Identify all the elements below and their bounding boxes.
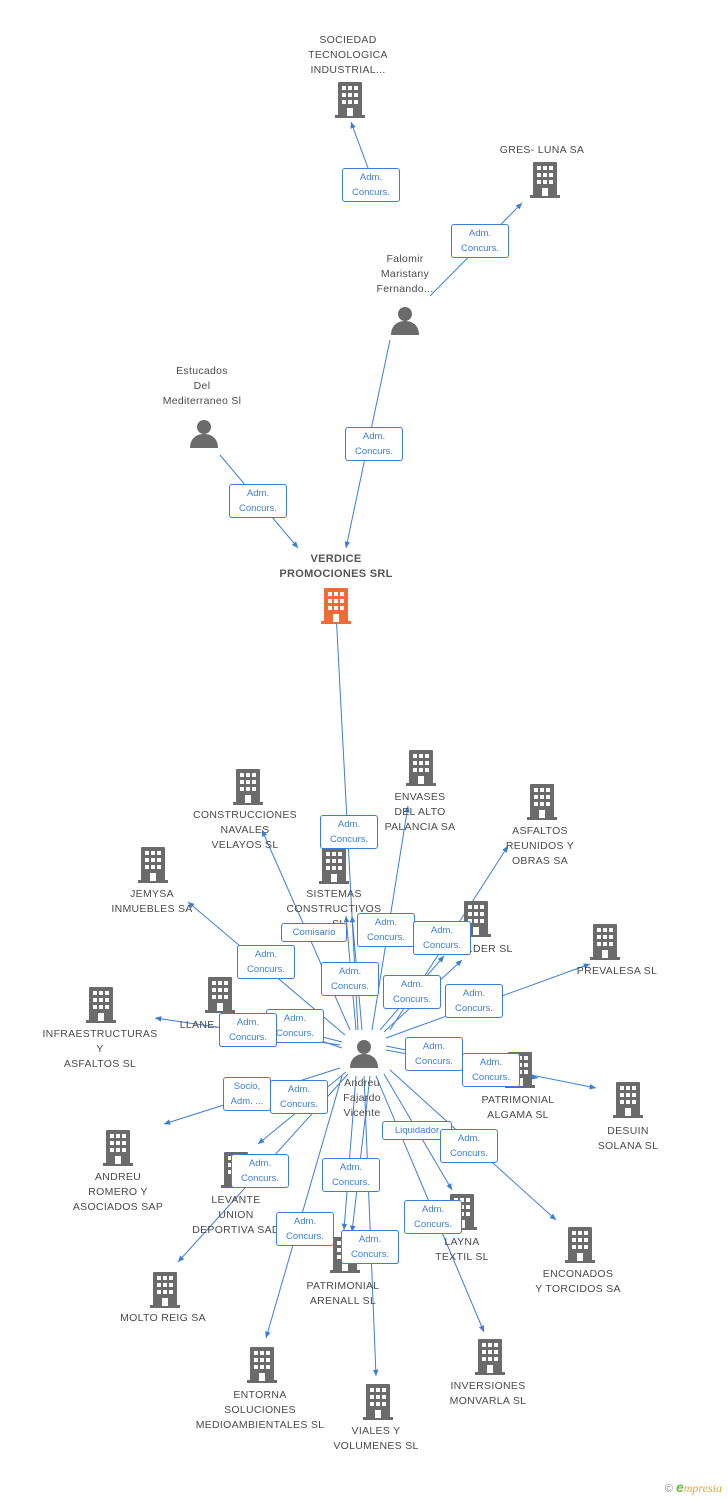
edge-andreu-to-patrimonial_arenall (349, 1075, 371, 1233)
node-label-sociedad[interactable]: SOCIEDAD TECNOLOGICA INDUSTRIAL... (308, 34, 388, 76)
node-label-verdice[interactable]: VERDICE PROMOCIONES SRL (279, 553, 393, 580)
edge-label-andreu-to-patrimonial_arenall[interactable]: Adm. Concurs. (341, 1230, 399, 1264)
edge-label-falomir-to-sociedad[interactable]: Adm. Concurs. (342, 168, 400, 202)
edge-label-andreu-to-sistemas[interactable]: Adm. Concurs. (321, 962, 379, 996)
edge-label-falomir-to-verdice[interactable]: Adm. Concurs. (345, 427, 403, 461)
node-label-construcciones[interactable]: CONSTRUCCIONES NAVALES VELAYOS SL (193, 809, 297, 851)
brand-name: mpresia (683, 1481, 722, 1495)
node-label-infraestructuras[interactable]: INFRAESTRUCTURAS Y ASFALTOS SL (42, 1028, 158, 1070)
node-label-levante[interactable]: LEVANTE UNION DEPORTIVA SAD (192, 1194, 280, 1236)
node-label-prevalesa[interactable]: PREVALESA SL (576, 965, 658, 977)
building-icon-infraestructuras[interactable] (86, 987, 116, 1023)
building-icon-prevalesa[interactable] (590, 924, 620, 960)
node-label-viales[interactable]: VIALES Y VOLUMENES SL (333, 1425, 419, 1452)
edge-label-andreu-to-jemysa[interactable]: Adm. Concurs. (237, 945, 295, 979)
edge-label-falomir-to-gres[interactable]: Adm. Concurs. (451, 224, 509, 258)
edge-andreu-to-patrimonial_arenall (341, 1075, 357, 1231)
brand-initial: e (675, 1479, 684, 1495)
edge-label-andreu-to-molto[interactable]: Adm. Concurs. (231, 1154, 289, 1188)
edge-falomir-to-sociedad (350, 121, 369, 169)
node-label-asfaltos_reunidos[interactable]: ASFALTOS REUNIDOS Y OBRAS SA (505, 825, 575, 867)
edge-label-andreu-to-entorna[interactable]: Adm. Concurs. (276, 1212, 334, 1246)
edge-label-andreu-to-envases[interactable]: Adm. Concurs. (357, 913, 415, 947)
node-label-enconados[interactable]: ENCONADOS Y TORCIDOS SA (535, 1268, 621, 1295)
node-label-entorna[interactable]: ENTORNA SOLUCIONES MEDIOAMBIENTALES SL (195, 1389, 325, 1431)
node-label-envases[interactable]: ENVASES DEL ALTO PALANCIA SA (384, 791, 456, 833)
building-icon-verdice[interactable] (321, 588, 351, 624)
edge-label-estucados-to-verdice[interactable]: Adm. Concurs. (229, 484, 287, 518)
edge-label-andreu-to-der[interactable]: Adm. Concurs. (383, 975, 441, 1009)
edge-label-andreu-to-patrimonial_arenall[interactable]: Adm. Concurs. (322, 1158, 380, 1192)
edge-label-andreu-to-inversiones[interactable]: Adm. Concurs. (404, 1200, 462, 1234)
node-label-andreu[interactable]: Andreu Fajardo Vicente (343, 1077, 381, 1119)
person-icon-estucados[interactable] (190, 420, 218, 448)
node-label-layna[interactable]: LAYNA TEXTIL SL (435, 1236, 489, 1263)
building-icon-llane[interactable] (205, 977, 235, 1013)
building-icon-sistemas[interactable] (319, 848, 349, 884)
building-icon-andreu_romero[interactable] (103, 1130, 133, 1166)
node-label-inversiones[interactable]: INVERSIONES MONVARLA SL (449, 1380, 527, 1407)
edge-label-andreu-to-desuin[interactable]: Adm. Concurs. (462, 1053, 520, 1087)
building-icon-molto[interactable] (150, 1272, 180, 1308)
node-label-der[interactable]: ...DER SL (463, 943, 513, 955)
edge-label-andreu-to-patrimonial_algama[interactable]: Adm. Concurs. (405, 1037, 463, 1071)
copyright-symbol: © (664, 1483, 673, 1495)
edge-andreu-to-viales (363, 1075, 379, 1377)
edge-andreu-to-entorna (265, 1075, 343, 1339)
node-label-jemysa[interactable]: JEMYSA INMUEBLES SA (111, 888, 193, 915)
edge-label-andreu-to-levante[interactable]: Adm. Concurs. (270, 1080, 328, 1114)
node-label-gres[interactable]: GRES- LUNA SA (499, 144, 585, 156)
building-icon-inversiones[interactable] (475, 1339, 505, 1375)
building-icon-enconados[interactable] (565, 1227, 595, 1263)
edge-label-andreu-to-verdice[interactable]: Adm. Concurs. (320, 815, 378, 849)
node-label-desuin[interactable]: DESUIN SOLANA SL (597, 1125, 659, 1152)
person-icon-andreu[interactable] (350, 1040, 378, 1068)
edge-label-andreu-to-andreu_romero[interactable]: Socio, Adm. ... (223, 1077, 271, 1111)
building-icon-entorna[interactable] (247, 1347, 277, 1383)
building-icon-gres[interactable] (530, 162, 560, 198)
node-label-patrimonial_algama[interactable]: PATRIMONIAL ALGAMA SL (481, 1094, 555, 1121)
person-icon-falomir[interactable] (391, 307, 419, 335)
node-label-falomir[interactable]: Falomir Maristany Fernando... (376, 253, 434, 295)
node-label-andreu_romero[interactable]: ANDREU ROMERO Y ASOCIADOS SAP (72, 1171, 164, 1213)
node-label-estucados[interactable]: Estucados Del Mediterraneo Sl (162, 365, 242, 407)
building-icon-asfaltos_reunidos[interactable] (527, 784, 557, 820)
building-icon-desuin[interactable] (613, 1082, 643, 1118)
node-label-llane[interactable]: LLANE... (179, 1019, 225, 1031)
building-icon-envases[interactable] (406, 750, 436, 786)
edge-label-andreu-to-enconados[interactable]: Adm. Concurs. (440, 1129, 498, 1163)
node-label-molto[interactable]: MOLTO REIG SA (120, 1312, 206, 1324)
edge-label-andreu-to-der[interactable]: Adm. Concurs. (413, 921, 471, 955)
edge-label-andreu-to-sistemas[interactable]: Comisario (281, 923, 347, 942)
edge-label-andreu-to-prevalesa[interactable]: Adm. Concurs. (445, 984, 503, 1018)
footer-brand: © empresia (665, 1479, 722, 1496)
building-icon-construcciones[interactable] (233, 769, 263, 805)
edge-label-andreu-to-llane[interactable]: Adm. Concurs. (219, 1013, 277, 1047)
building-icon-jemysa[interactable] (138, 847, 168, 883)
building-icon-sociedad[interactable] (335, 82, 365, 118)
node-label-patrimonial_arenall[interactable]: PATRIMONIAL ARENALL SL (306, 1280, 380, 1307)
building-icon-viales[interactable] (363, 1384, 393, 1420)
